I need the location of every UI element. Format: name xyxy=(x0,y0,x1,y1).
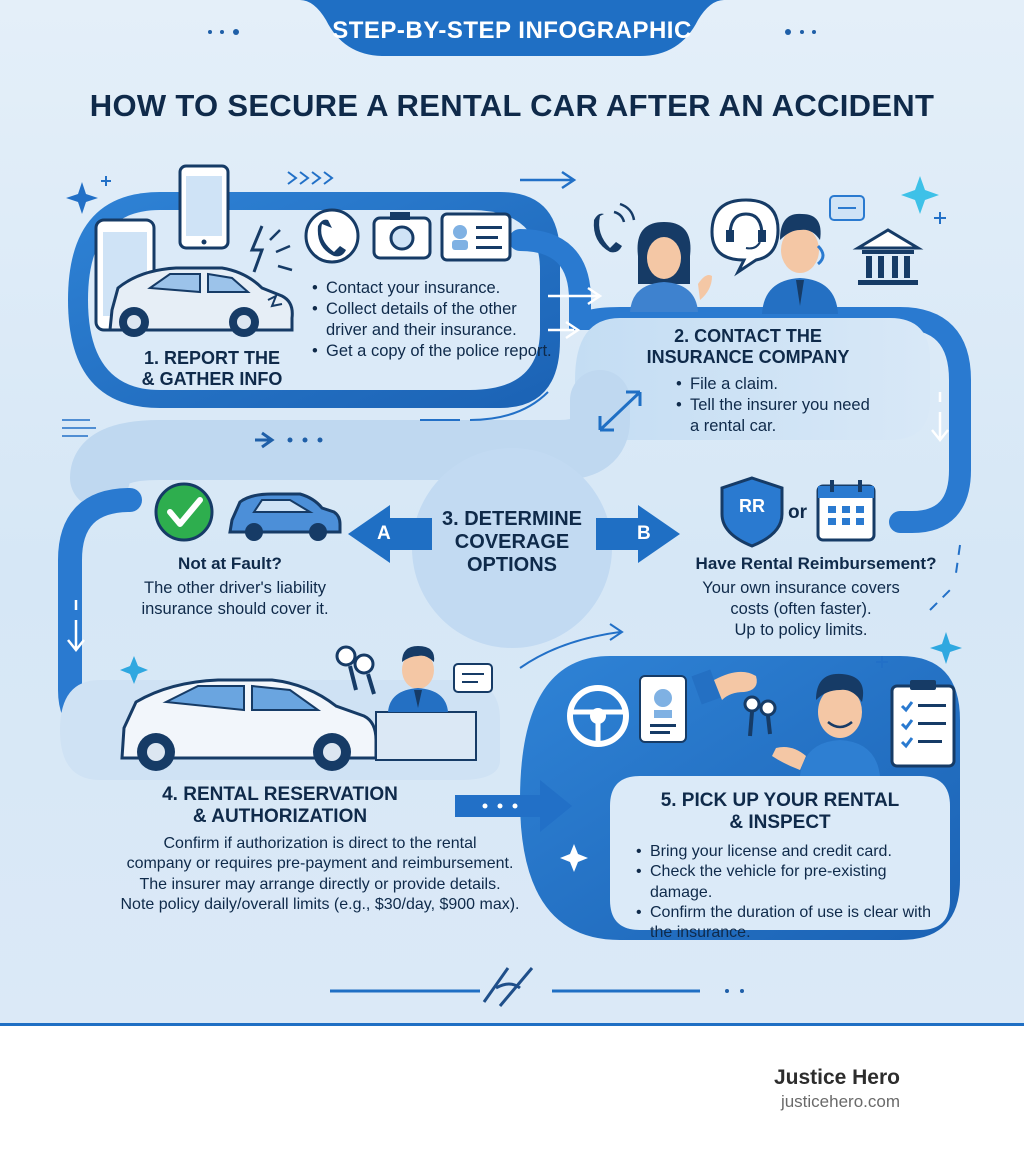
bank-icon xyxy=(852,228,924,285)
banner: STEP-BY-STEP INFOGRAPHIC xyxy=(300,0,724,58)
swoosh-2-3 xyxy=(70,370,630,508)
chat-bubble-icon xyxy=(453,663,493,693)
step5-bullets: Bring your license and credit card. Chec… xyxy=(636,842,946,944)
headset-icon xyxy=(710,198,780,277)
list-item: Get a copy of the police report. xyxy=(312,341,552,362)
agent-man-avatar xyxy=(762,213,838,314)
step2-bullets: File a claim. Tell the insurer you need … xyxy=(676,374,876,437)
phone-call-icon xyxy=(304,208,360,264)
option-a-marker: A xyxy=(377,523,391,544)
sparkle-icon xyxy=(120,656,148,684)
rental-agent-avatar xyxy=(388,646,448,712)
license-card-icon xyxy=(639,675,687,743)
sparkle-icon xyxy=(66,182,98,214)
list-item: Contact your insurance. xyxy=(312,278,552,299)
sparkle-icon xyxy=(901,176,939,214)
arrow-out-step1-2 xyxy=(548,320,581,340)
step5-heading: 5. PICK UP YOUR RENTAL & INSPECT xyxy=(660,790,900,833)
arrow-decor-top xyxy=(520,170,577,190)
calendar-icon xyxy=(816,480,876,542)
brand-url: justicehero.com xyxy=(780,1092,900,1111)
checklist-icon xyxy=(890,680,956,768)
option-b-text: Your own insurance covers costs (often f… xyxy=(702,579,900,639)
brand-block: Justice Hero justicehero.com xyxy=(700,1066,900,1112)
brand-name: Justice Hero xyxy=(773,1066,900,1089)
arrow-down-left xyxy=(67,600,85,653)
steering-wheel-icon xyxy=(567,685,629,747)
option-b-title: Have Rental Reimbursement? xyxy=(695,554,937,573)
agent-woman-avatar xyxy=(630,222,712,312)
step1-bullets: Contact your insurance. Collect details … xyxy=(312,278,552,362)
step2-heading: 2. CONTACT THE INSURANCE COMPANY xyxy=(646,326,850,367)
double-arrow-decor xyxy=(598,390,642,432)
arrow-decor-mid xyxy=(255,431,275,449)
customer-avatar xyxy=(772,673,880,776)
speech-bubble-icon xyxy=(829,195,865,221)
list-item: Check the vehicle for pre-existing damag… xyxy=(636,862,946,903)
arrow-option-a xyxy=(348,505,432,563)
camera-icon xyxy=(372,212,432,260)
step4-heading: 4. RENTAL RESERVATION & AUTHORIZATION xyxy=(162,784,398,827)
footer-divider xyxy=(0,1023,1024,1026)
arrow-out-step1 xyxy=(548,286,603,306)
lightning-icon xyxy=(249,225,293,273)
hand-keys-icon xyxy=(691,669,777,737)
rental-counter xyxy=(375,711,477,761)
car-icon xyxy=(228,492,342,541)
step4-text: Confirm if authorization is direct to th… xyxy=(120,835,520,913)
sparkle-icon xyxy=(560,844,588,872)
page-title: HOW TO SECURE A RENTAL CAR AFTER AN ACCI… xyxy=(89,88,935,123)
phone-wave-icon xyxy=(593,202,636,253)
list-item: Bring your license and credit card. xyxy=(636,842,946,863)
rental-car-icon xyxy=(120,678,378,771)
arrow-down-step2 xyxy=(931,392,949,443)
shield-label: RR xyxy=(739,496,765,516)
option-b-marker: B xyxy=(637,523,651,544)
list-item: Tell the insurer you need a rental car. xyxy=(676,395,876,437)
smartphone-icon xyxy=(178,164,230,250)
list-item: File a claim. xyxy=(676,374,876,395)
chevrons-decor xyxy=(287,171,334,185)
banner-title: STEP-BY-STEP INFOGRAPHIC xyxy=(332,17,692,44)
list-item: Confirm the duration of use is clear wit… xyxy=(636,903,946,944)
step3-circle xyxy=(412,448,612,648)
id-card-icon xyxy=(440,212,512,262)
connector-1-2 xyxy=(509,229,971,533)
arrow-curve-decor xyxy=(519,623,624,669)
option-a-text: The other driver's liability insurance s… xyxy=(141,579,329,618)
infographic: STEP-BY-STEP INFOGRAPHIC HOW TO SECURE A… xyxy=(0,0,1024,1024)
sparkle-icon xyxy=(930,632,962,664)
car-keys-icon xyxy=(335,645,376,695)
illustrations xyxy=(94,164,956,776)
step1-heading: 1. REPORT THE & GATHER INFO xyxy=(141,348,283,389)
checkmark-icon xyxy=(154,482,214,542)
shield-icon xyxy=(720,476,784,548)
arrow-option-b xyxy=(596,505,680,563)
list-item: Collect details of the other driver and … xyxy=(312,299,552,341)
step3-heading: 3. DETERMINE COVERAGE OPTIONS xyxy=(441,508,583,576)
damaged-car-icon xyxy=(108,266,294,337)
link-icon xyxy=(482,967,534,1007)
option-a-title: Not at Fault? xyxy=(178,554,282,573)
or-label: or xyxy=(788,502,807,523)
